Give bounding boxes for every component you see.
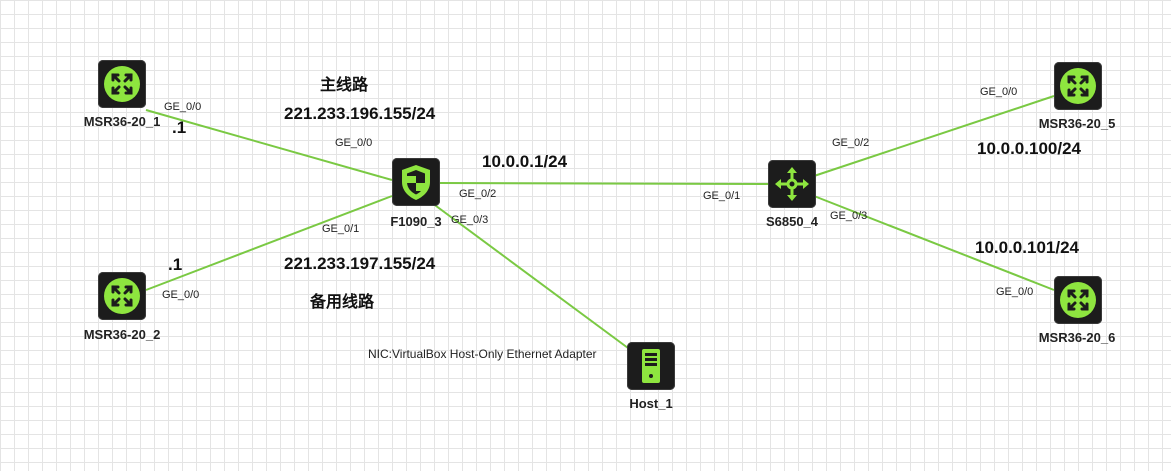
link-fw-host[interactable]: [427, 199, 629, 349]
device-label-s6850-4: S6850_4: [765, 214, 819, 229]
annotation-msr2-suffix: .1: [168, 255, 183, 274]
device-label-msr36-20-1: MSR36-20_1: [83, 114, 161, 129]
port-label-sw-ge0-3: GE_0/3: [830, 210, 868, 222]
annotation-backup-line: 备用线路: [310, 294, 375, 311]
router-icon: [104, 278, 140, 314]
annotation-nic: NIC:VirtualBox Host-Only Ethernet Adapte…: [368, 347, 597, 361]
server-host-icon: [642, 349, 660, 383]
device-msr36-20-5[interactable]: [1054, 62, 1102, 110]
device-msr36-20-1[interactable]: [98, 60, 146, 108]
router-icon: [1060, 68, 1096, 104]
device-label-f1090-3: F1090_3: [390, 214, 442, 229]
firewall-shield-icon: [402, 165, 430, 200]
port-label-msr2-ge0-0: GE_0/0: [162, 289, 200, 301]
device-host-1[interactable]: [627, 342, 675, 390]
link-msr1-fw[interactable]: [145, 109, 393, 181]
annotation-msr6-ip: 10.0.0.101/24: [975, 238, 1079, 257]
port-label-sw-ge0-1: GE_0/1: [703, 190, 741, 202]
device-s6850-4[interactable]: [768, 160, 816, 208]
annotation-backup-ip: 221.233.197.155/24: [284, 254, 436, 273]
annotation-msr5-ip: 10.0.0.100/24: [977, 139, 1081, 158]
device-msr36-20-2[interactable]: [98, 272, 146, 320]
router-icon: [1060, 282, 1096, 318]
router-icon: [104, 66, 140, 102]
port-label-fw-ge0-0: GE_0/0: [335, 137, 373, 149]
link-fw-sw[interactable]: [439, 182, 769, 185]
port-label-msr6-ge0-0: GE_0/0: [996, 286, 1034, 298]
device-label-msr36-20-2: MSR36-20_2: [83, 327, 161, 342]
port-label-msr5-ge0-0: GE_0/0: [980, 86, 1018, 98]
port-label-fw-ge0-1: GE_0/1: [322, 223, 360, 235]
port-label-sw-ge0-2: GE_0/2: [832, 137, 870, 149]
annotation-msr1-suffix: .1: [172, 118, 187, 137]
device-label-msr36-20-5: MSR36-20_5: [1038, 116, 1116, 131]
device-msr36-20-6[interactable]: [1054, 276, 1102, 324]
annotation-primary-line: 主线路: [320, 77, 369, 94]
device-f1090-3[interactable]: [392, 158, 440, 206]
link-msr2-fw[interactable]: [145, 195, 393, 291]
device-label-msr36-20-6: MSR36-20_6: [1038, 330, 1116, 345]
port-label-fw-ge0-2: GE_0/2: [459, 188, 497, 200]
port-label-fw-ge0-3: GE_0/3: [451, 214, 489, 226]
port-label-msr1-ge0-0: GE_0/0: [164, 101, 202, 113]
link-sw-msr6[interactable]: [813, 195, 1055, 291]
link-sw-msr5[interactable]: [813, 95, 1055, 177]
annotation-primary-ip: 221.233.196.155/24: [284, 104, 436, 123]
annotation-inside-ip: 10.0.0.1/24: [482, 152, 568, 171]
switch-icon: [775, 167, 809, 201]
device-label-host-1: Host_1: [629, 396, 673, 411]
